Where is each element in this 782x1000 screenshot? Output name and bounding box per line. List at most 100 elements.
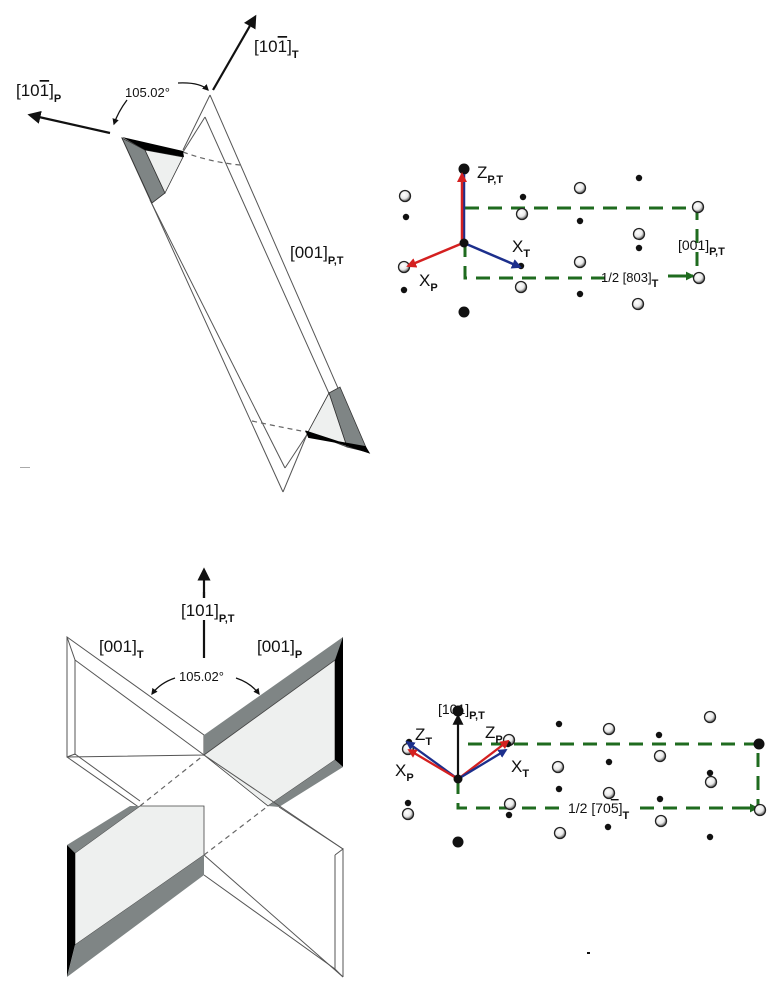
angle-arc-right [235, 677, 260, 696]
label-backdrop [196, 598, 212, 620]
small-atom [576, 217, 584, 225]
black-edge [335, 637, 343, 767]
dashed-section [139, 754, 205, 807]
small-atom [404, 799, 412, 807]
plate-inner-edge [204, 116, 341, 419]
large-atom [452, 705, 464, 717]
plate-inner-edge [149, 199, 286, 469]
large-atom [753, 738, 765, 750]
z-axis-label: ZP,T [477, 163, 503, 186]
open-atom [573, 181, 587, 195]
parent-direction-arrow [27, 110, 111, 135]
small-atom [655, 731, 663, 739]
open-atom [573, 255, 587, 269]
plate-edge [203, 854, 344, 978]
black-edge [122, 137, 184, 157]
shaded-facet [268, 760, 343, 807]
open-atom [553, 826, 567, 840]
parent-axis-label: [001]P [257, 637, 302, 661]
origin-atom [453, 774, 463, 784]
open-atom [397, 260, 411, 274]
plate-edge [66, 756, 141, 809]
dashed-section [182, 151, 241, 166]
plate-edge [74, 659, 205, 756]
twin-direction-arrow [212, 14, 257, 91]
open-atom [602, 786, 616, 800]
top-angle-label: 105.02° [125, 85, 170, 100]
open-atom [632, 227, 646, 241]
small-atom [635, 244, 643, 252]
open-atom [602, 722, 616, 736]
x-axis-parent [407, 749, 459, 780]
lattice-normal-label: [101]P,T [438, 701, 485, 722]
top-plate [121, 94, 371, 493]
plate-inner-edge [182, 116, 206, 153]
shaded-facet [67, 855, 204, 977]
stray-mark [20, 467, 30, 468]
top-atoms [397, 163, 706, 318]
angle-arc-right [177, 82, 209, 91]
x-parent-label: XP [395, 761, 414, 784]
x-twin-label: XT [511, 757, 529, 780]
plate-edge [203, 874, 344, 978]
open-atom [515, 207, 529, 221]
angle-arc-left [112, 99, 128, 126]
small-atom [604, 823, 612, 831]
open-atom [503, 797, 517, 811]
small-atom [635, 174, 643, 182]
plate-edge [282, 431, 309, 493]
z-twin-label: ZT [415, 725, 432, 748]
twin-axis-label: [001]T [99, 637, 144, 661]
translation-label: 1/2 [705]T [568, 800, 630, 822]
translation-box-dashed [456, 780, 565, 810]
plate-inner-edge [284, 432, 309, 469]
small-atom [555, 720, 563, 728]
x-axis-twin [463, 241, 522, 269]
large-atom [458, 163, 470, 175]
plate-edge [66, 753, 76, 758]
twin-direction-label: [101]T [254, 37, 299, 61]
small-atom [505, 811, 513, 819]
translation-label: 1/2 [803]T [601, 270, 659, 290]
open-atom [401, 807, 415, 821]
black-edge [305, 430, 371, 454]
small-atom [656, 795, 664, 803]
open-atom [703, 710, 717, 724]
bottom-plates [66, 636, 344, 978]
large-atom [458, 306, 470, 318]
black-edge [67, 845, 75, 977]
plate-edge [74, 753, 141, 802]
open-atom [753, 803, 767, 817]
small-atom [576, 290, 584, 298]
bottom-angle-label: 105.02° [179, 669, 224, 684]
small-atom [706, 833, 714, 841]
small-atom [519, 193, 527, 201]
light-facet [144, 149, 184, 194]
open-atom [692, 271, 706, 285]
bottom-normal-label: [101]P,T [181, 601, 235, 625]
x-parent-label: XP [419, 271, 438, 294]
small-atom [402, 213, 410, 221]
plate-edge [278, 806, 344, 850]
plate-edge [182, 94, 211, 151]
large-atom [452, 836, 464, 848]
plate-edge [334, 848, 344, 977]
angle-arc-left [151, 677, 176, 696]
open-atom [631, 297, 645, 311]
translation-box-dashed [463, 243, 610, 280]
shaded-facet [67, 806, 140, 853]
x-axis-parent [406, 241, 464, 268]
open-atom [551, 760, 565, 774]
open-atom [653, 749, 667, 763]
open-atom [398, 189, 412, 203]
open-atom [514, 280, 528, 294]
small-atom [400, 286, 408, 294]
parent-direction-label: [101]P [16, 81, 61, 105]
small-atom [605, 758, 613, 766]
open-atom [691, 200, 705, 214]
small-atom [706, 769, 714, 777]
z-parent-label: ZP [485, 723, 503, 746]
bottom-atoms [401, 705, 767, 848]
small-atom [555, 785, 563, 793]
